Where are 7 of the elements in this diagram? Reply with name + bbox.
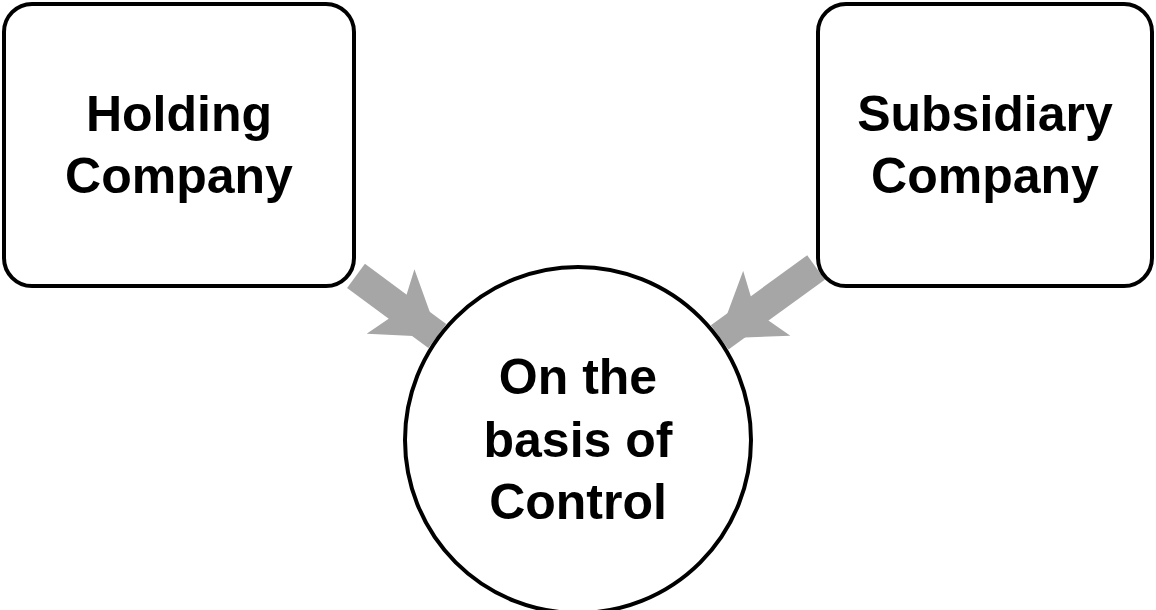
- node-label: Holding Company: [64, 84, 294, 206]
- node-label: On the basis of Control: [482, 348, 674, 533]
- rounded-box: [816, 2, 1154, 288]
- rounded-box: [2, 2, 356, 288]
- block-arrow: [347, 263, 447, 348]
- node-label: Subsidiary Company: [856, 84, 1114, 206]
- block-arrow: [710, 255, 825, 350]
